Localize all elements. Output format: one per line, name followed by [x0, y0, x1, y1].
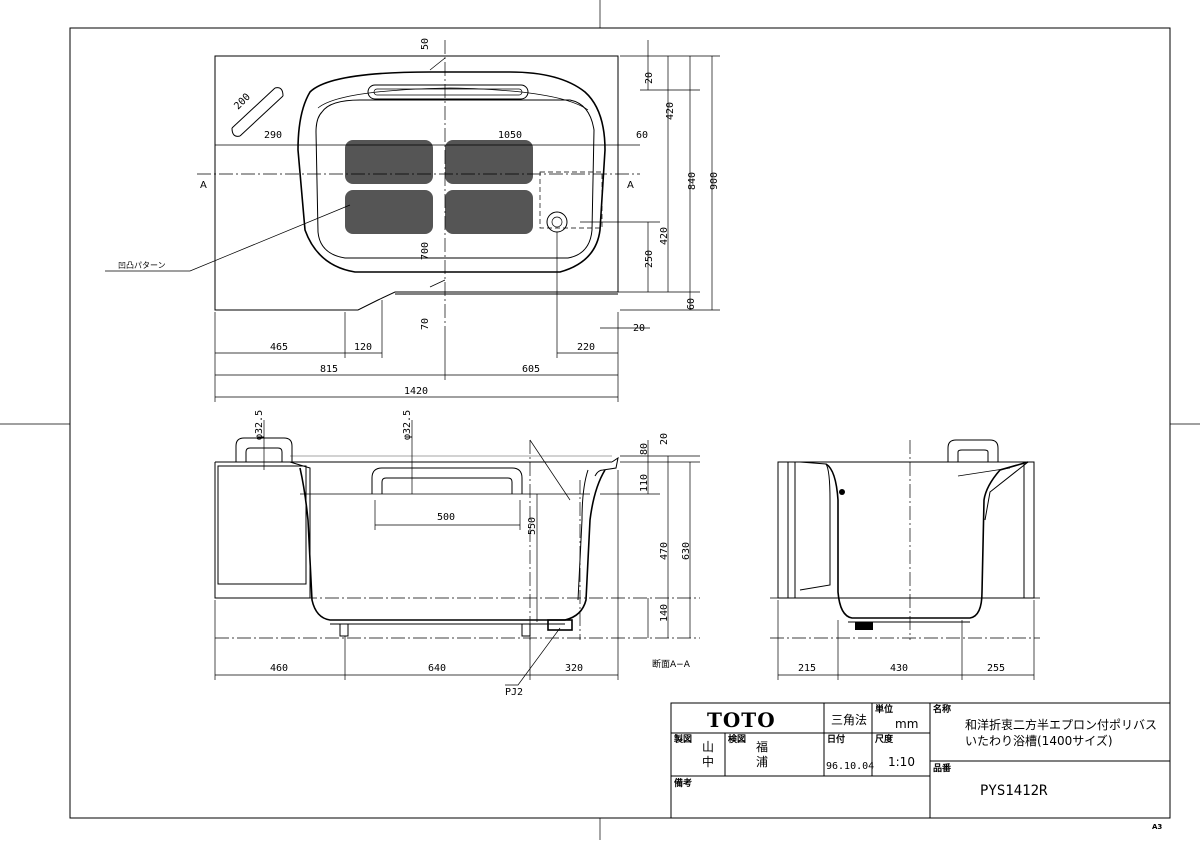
dim-250: 250: [644, 250, 655, 268]
dim-255: 255: [987, 663, 1005, 674]
dim-140: 140: [659, 604, 670, 622]
drain-icon: [546, 211, 568, 233]
diagonal-grip: [231, 87, 284, 137]
checked-label: 検図: [728, 733, 746, 745]
dim-20: 20: [659, 433, 670, 445]
dim-110: 110: [639, 474, 650, 492]
side-dimension-labels: 215 430 255: [798, 663, 1005, 674]
section-mark-left: A: [200, 180, 207, 191]
pj-label: PJ2: [505, 687, 523, 698]
checked-by-1: 福: [756, 739, 768, 754]
dim-60-bottom: 60: [686, 298, 697, 310]
dim-420-b: 420: [659, 227, 670, 245]
anti-slip-pads: [345, 140, 533, 234]
part-number: PYS1412R: [980, 783, 1048, 799]
dim-430: 430: [890, 663, 908, 674]
dim-465: 465: [270, 342, 288, 353]
part-no-label: 品番: [933, 762, 952, 774]
scale-value: 1:10: [888, 755, 915, 769]
dim-20-top: 20: [644, 72, 655, 84]
unit-value: mm: [895, 717, 918, 731]
dim-605: 605: [522, 364, 540, 375]
dim-840: 840: [687, 172, 698, 190]
dim-470: 470: [659, 542, 670, 560]
dim-20-bottom: 20: [633, 323, 645, 334]
scale-label: 尺度: [875, 733, 894, 745]
dim-60-right: 60: [636, 130, 648, 141]
dim-1420: 1420: [404, 386, 428, 397]
checked-by-2: 浦: [756, 755, 768, 769]
dim-phi-mid: φ32.5: [402, 410, 413, 440]
dim-50: 50: [420, 38, 431, 50]
dim-420-a: 420: [665, 102, 676, 120]
remarks-label: 備考: [674, 777, 692, 789]
plan-dimension-labels: 50 20 420 840 900 200 290 1050 60 A A 42…: [118, 38, 720, 397]
dim-900: 900: [709, 172, 720, 190]
dim-630: 630: [681, 542, 692, 560]
front-dimension-labels: φ32.5 φ32.5 80 20 110 470 630 140 500 55…: [254, 410, 692, 698]
title-block: [670, 702, 1171, 819]
dim-80: 80: [639, 443, 650, 455]
plan-view: [105, 40, 720, 402]
date-label: 日付: [827, 733, 845, 745]
dim-460: 460: [270, 663, 288, 674]
sheet-size: A3: [1152, 823, 1162, 831]
pattern-label: 凹凸パターン: [118, 261, 166, 270]
dim-550: 550: [527, 517, 538, 535]
dim-120: 120: [354, 342, 372, 353]
unit-label: 単位: [875, 703, 893, 715]
dim-640: 640: [428, 663, 446, 674]
date-value: 96.10.04: [826, 761, 874, 772]
dim-290: 290: [264, 130, 282, 141]
dim-1050: 1050: [498, 130, 522, 141]
front-view: [214, 420, 700, 686]
title-block-text: TOTO 三角法 単位 mm 名称 和洋折衷二方半エプロン付ポリバス いたわり浴…: [673, 703, 1162, 831]
product-name-line1: 和洋折衷二方半エプロン付ポリバス: [965, 717, 1157, 732]
dim-220: 220: [577, 342, 595, 353]
dim-phi-left: φ32.5: [254, 410, 265, 440]
section-mark-right: A: [627, 180, 634, 191]
dim-700: 700: [420, 242, 431, 260]
dim-70: 70: [420, 318, 431, 330]
brand-logo: TOTO: [707, 708, 776, 732]
dim-200: 200: [232, 92, 253, 113]
dim-320: 320: [565, 663, 583, 674]
side-view: [770, 439, 1040, 680]
dim-215: 215: [798, 663, 816, 674]
section-caption: 断面A−A: [652, 658, 691, 670]
name-label: 名称: [933, 703, 951, 715]
product-name-line2: いたわり浴槽(1400サイズ): [965, 733, 1113, 748]
drawn-by-1: 山: [702, 740, 714, 754]
drawn-by-2: 中: [702, 754, 714, 769]
projection-text: 三角法: [831, 713, 867, 727]
dim-815: 815: [320, 364, 338, 375]
dim-500: 500: [437, 512, 455, 523]
drawn-label: 製図: [673, 733, 692, 745]
